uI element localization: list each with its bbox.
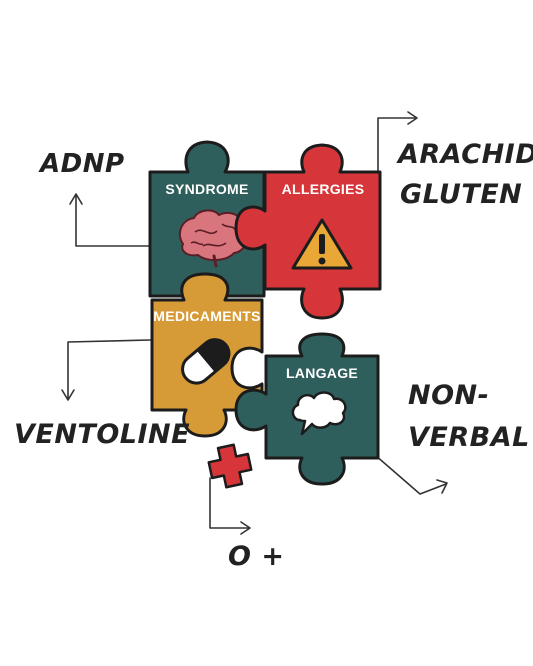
piece-label-syndrome: SYNDROME xyxy=(165,181,248,197)
annotation-gluten: GLUTEN xyxy=(400,179,522,210)
puzzle-piece-langage: LANGAGE xyxy=(234,332,380,486)
piece-label-allergies: ALLERGIES xyxy=(282,181,365,197)
annotation-adnp: ADNP xyxy=(38,149,125,179)
warning-icon xyxy=(291,218,353,270)
annotation-non: NON- xyxy=(408,380,489,411)
connector-adnp xyxy=(69,193,161,247)
piece-label-medicaments: MEDICAMENTS xyxy=(153,308,261,324)
brain-icon xyxy=(178,209,248,268)
connector-blood-type xyxy=(209,477,251,535)
piece-label-langage: LANGAGE xyxy=(286,365,358,381)
connector-nonverbal xyxy=(374,454,448,495)
annotation-verbal: VERBAL xyxy=(408,422,530,453)
speech-bubble-icon xyxy=(291,391,347,436)
annotation-blood-type: O + xyxy=(228,541,284,572)
puzzle-piece-allergies: ALLERGIES xyxy=(234,143,382,320)
puzzle-piece-syndrome: SYNDROME xyxy=(148,140,294,298)
pill-icon xyxy=(181,338,231,385)
puzzle-piece-medicaments: MEDICAMENTS xyxy=(150,272,264,438)
annotation-ventoline: VENTOLINE xyxy=(14,419,190,450)
annotation-arachide: ARACHIDE xyxy=(396,139,533,170)
medical-cross-icon xyxy=(207,443,253,489)
connector-ventoline xyxy=(61,339,151,401)
